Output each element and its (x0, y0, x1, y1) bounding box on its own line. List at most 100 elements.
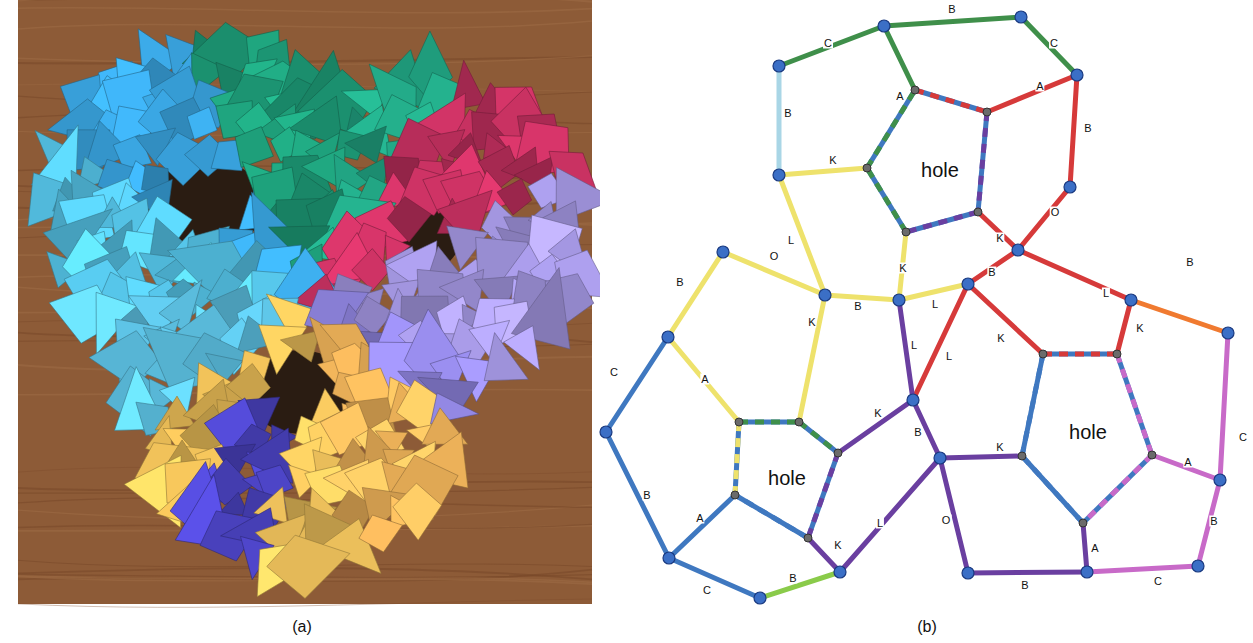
hole-edge (735, 422, 739, 495)
edge-letter: L (945, 351, 953, 362)
hole-edge-dash (739, 420, 799, 425)
hole-edge-dash (1022, 354, 1043, 456)
edge-letter: A (695, 513, 704, 524)
hole-label: hole (1069, 422, 1107, 442)
graph-vertex (962, 567, 974, 579)
hole-vertex (974, 208, 982, 216)
wood-grain (18, 0, 592, 1)
graph-vertex (1081, 566, 1093, 578)
hole-edge-dash (799, 422, 838, 453)
graph-edge (606, 337, 668, 432)
edge-letter: C (823, 38, 833, 49)
hole-vertex (983, 108, 991, 116)
hole-edge-dash (1043, 352, 1117, 357)
edge-letter: B (1209, 516, 1218, 527)
edge-letter: B (642, 490, 651, 501)
hole-edge-dash (1022, 456, 1083, 523)
graph-vertex (1071, 69, 1083, 81)
hole-vertex (731, 491, 739, 499)
graph-edge (968, 250, 1018, 284)
edge-letter: K (873, 408, 882, 419)
graph-edge (840, 458, 940, 572)
origami-facet (345, 126, 387, 163)
hole-edge-dash (915, 90, 987, 112)
graph-edge (1198, 480, 1220, 566)
edge-letter: K (807, 317, 816, 328)
edge-letter: C (609, 367, 619, 378)
edge-letter: A (1090, 543, 1099, 554)
hole-vertex (1018, 452, 1026, 460)
graph-vertex (1125, 294, 1137, 306)
graph-vertex (717, 246, 729, 258)
edge-letter: K (995, 233, 1004, 244)
origami-facet (393, 483, 442, 540)
hole-edge (739, 420, 799, 425)
graph-edge (1021, 17, 1077, 75)
hole-edge (867, 168, 906, 232)
edge-letter: B (1020, 580, 1029, 591)
hole-edge-dash (1117, 354, 1152, 455)
origami-facet (387, 197, 431, 243)
hole-edge-dash (735, 422, 739, 495)
graph-vertex (1214, 474, 1226, 486)
edge-letter: B (947, 4, 956, 15)
graph-vertex (907, 394, 919, 406)
graph-edge (913, 400, 940, 458)
edge-letter: A (895, 91, 904, 102)
graph-vertex (819, 289, 831, 301)
hole-vertex (1079, 519, 1087, 527)
edge-letter: O (1050, 207, 1061, 218)
edge-letter: L (787, 235, 795, 246)
hole-edge (1022, 354, 1043, 456)
graph-edge (760, 572, 840, 598)
graph-vertex (754, 592, 766, 604)
graph-edge (884, 26, 915, 90)
graph-edge (940, 456, 1022, 458)
hole-edge (906, 212, 978, 232)
edge-letter: L (910, 340, 918, 351)
edge-letter: B (675, 277, 684, 288)
edge-letter: K (995, 442, 1004, 453)
edge-letter: B (853, 301, 862, 312)
origami-facet (359, 515, 403, 552)
edge-letter: L (1102, 288, 1110, 299)
graph-edge (799, 295, 825, 422)
hole-vertex (911, 86, 919, 94)
graph-edge (1117, 300, 1131, 354)
hole-edge (1022, 456, 1083, 523)
graph-vertex (1012, 244, 1024, 256)
hole-edge-dash (735, 495, 808, 538)
edge-letter: K (833, 540, 842, 551)
graph-edge (838, 400, 913, 453)
wood-grain (18, 0, 592, 2)
wood-grain (18, 8, 592, 13)
hole-edge-dash (808, 453, 838, 538)
graph-vertex (878, 20, 890, 32)
edge-letter: K (1135, 323, 1144, 334)
graph-vertex (663, 552, 675, 564)
graph-edge (978, 212, 1018, 250)
graph-edge (668, 252, 723, 337)
graph-edge (940, 458, 968, 573)
edge-letter: A (1183, 457, 1192, 468)
graph-edge (779, 26, 884, 66)
graph-edge (669, 558, 760, 598)
graph-vertex (962, 278, 974, 290)
edge-letter: K (898, 263, 907, 274)
hole-edge (735, 495, 808, 538)
hole-edge-dash (867, 90, 915, 168)
graph-edge (1018, 250, 1131, 300)
hole-label: hole (921, 160, 959, 180)
edge-letter: A (1035, 81, 1044, 92)
wood-table (18, 0, 592, 604)
edge-letter: L (931, 299, 939, 310)
graph-vertex (1192, 560, 1204, 572)
edge-letter: B (783, 108, 792, 119)
edge-letter: C (1049, 38, 1059, 49)
hole-vertex (1148, 451, 1156, 459)
edge-letter: K (996, 333, 1005, 344)
hole-vertex (902, 228, 910, 236)
graph-edge (987, 75, 1077, 112)
graph-vertex (773, 169, 785, 181)
graph-edge (1131, 300, 1228, 333)
